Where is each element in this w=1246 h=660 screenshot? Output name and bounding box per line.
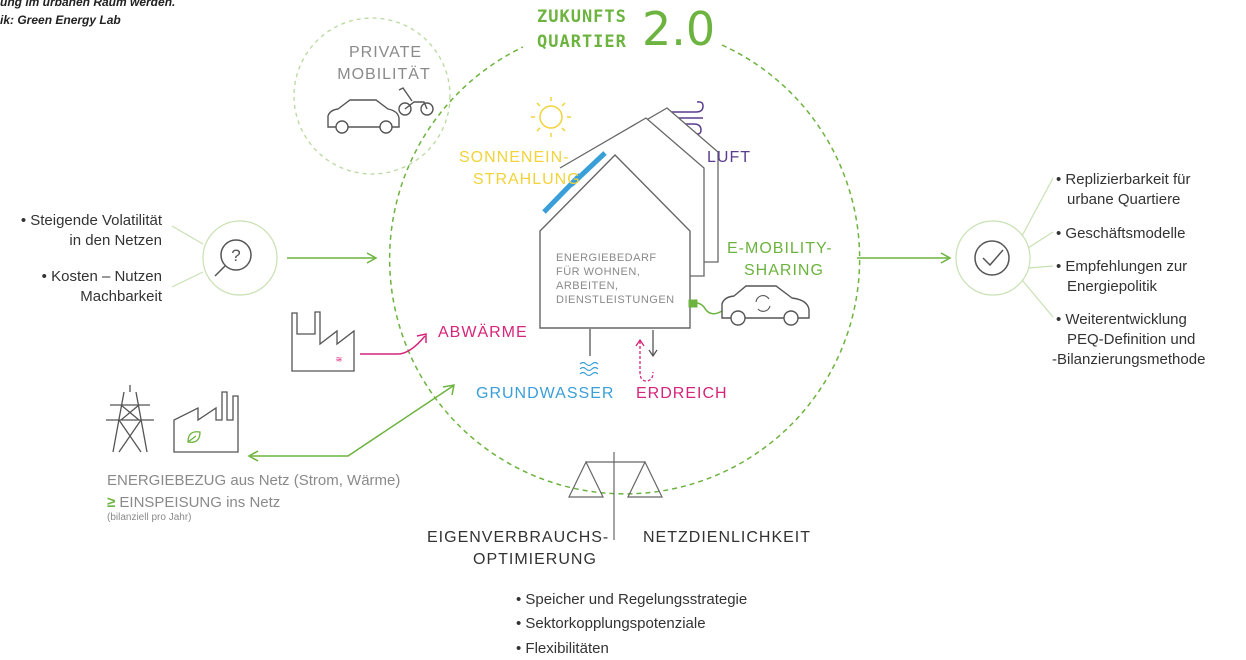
car-icon	[327, 99, 400, 134]
sun-icon	[531, 97, 571, 137]
left-bullet-1-line-2: in den Netzen	[69, 232, 162, 249]
house-text-line-2: FÜR WOHNEN,	[556, 266, 641, 278]
house-text: ENERGIEBEDARF FÜR WOHNEN, ARBEITEN, DIEN…	[556, 251, 675, 307]
soil-label: ERDREICH	[636, 385, 728, 402]
heat-glyph: ≋	[336, 355, 343, 364]
sun-label-2: STRAHLUNG	[473, 171, 581, 188]
grid-line-1: ENERGIEBEZUG aus Netz (Strom, Wärme)	[107, 472, 401, 489]
private-mobility-line-1: PRIVATE	[349, 44, 423, 61]
waste-heat-label: ABWÄRME	[438, 324, 528, 341]
grid-arrow	[251, 385, 454, 457]
house-text-line-3: ARBEITEN,	[556, 280, 619, 292]
right-bullet-4-line-1: • Weiterentwicklung	[1056, 311, 1187, 328]
leaf-glyph	[187, 431, 201, 443]
bottom-bullet-2: • Sektorkopplungspotenziale	[516, 615, 706, 632]
bottom-bullet-3: • Flexibilitäten	[516, 640, 609, 657]
balance-left-line-1: EIGENVERBRAUCHS-	[427, 529, 610, 546]
power-pylon-icon	[106, 385, 154, 453]
grid-feed-in: EINSPEISUNG ins Netz	[119, 494, 281, 511]
balance-right: NETZDIENLICHKEIT	[643, 529, 812, 546]
magnifier-question-icon: ?	[171, 220, 278, 296]
grid-line-3: (bilanziell pro Jahr)	[107, 512, 192, 523]
right-bullet-2: • Geschäftsmodelle	[1056, 225, 1186, 242]
right-bullet-3-line-2: Energiepolitik	[1067, 278, 1158, 295]
air-label: LUFT	[707, 149, 751, 166]
left-bullet-2-line-1: • Kosten – Nutzen	[41, 268, 162, 285]
waste-heat-arrow	[360, 335, 426, 355]
ecar-charging-icon	[688, 285, 810, 326]
check-circle-icon	[955, 177, 1054, 318]
factory-heat-icon	[291, 311, 355, 372]
private-mobility-line-2: MOBILITÄT	[337, 66, 431, 83]
emobility-label-2: SHARING	[744, 262, 824, 279]
house-text-line-1: ENERGIEBEDARF	[556, 252, 657, 264]
left-bullet-2-line-2: Machbarkeit	[80, 288, 162, 305]
balance-left-line-2: OPTIMIERUNG	[473, 551, 597, 568]
title-line-2: QUARTIER	[537, 32, 627, 52]
title-line-1: ZUKUNFTS	[537, 7, 627, 27]
credit-line-1: ung im urbanen Raum werden.	[0, 0, 176, 9]
right-bullet-1-line-2: urbane Quartiere	[1067, 191, 1181, 208]
bottom-bullet-1: • Speicher und Regelungsstrategie	[516, 591, 748, 608]
house-icon	[539, 107, 719, 329]
emobility-label-1: E-MOBILITY-	[727, 240, 833, 257]
sun-label-1: SONNENEIN-	[459, 149, 570, 166]
right-bullet-3-line-1: • Empfehlungen zur	[1056, 258, 1188, 275]
right-bullet-4-line-3: -Bilanzierungsmethode	[1052, 351, 1206, 368]
green-factory-icon	[173, 391, 239, 453]
right-bullet-4-line-2: PEQ-Definition und	[1067, 331, 1196, 348]
right-bullet-1-line-1: • Replizierbarkeit für	[1056, 171, 1191, 188]
svg-text:?: ?	[231, 246, 240, 265]
soil-loop-icon	[635, 330, 658, 382]
credit-source: ik: Green Energy Lab	[0, 13, 121, 27]
house-text-line-4: DIENSTLEISTUNGEN	[556, 294, 675, 306]
grid-line-2: ≥ EINSPEISUNG ins Netz	[107, 494, 280, 511]
water-waves-icon	[579, 361, 599, 377]
scooter-icon	[398, 87, 434, 116]
grid-ge-symbol: ≥	[107, 494, 116, 511]
title-number: 2.0	[642, 2, 716, 56]
private-mobility-circle	[293, 17, 451, 175]
balance-scale-icon	[568, 452, 663, 540]
left-bullet-1-line-1: • Steigende Volatilität	[20, 212, 162, 229]
groundwater-label: GRUNDWASSER	[476, 385, 615, 402]
